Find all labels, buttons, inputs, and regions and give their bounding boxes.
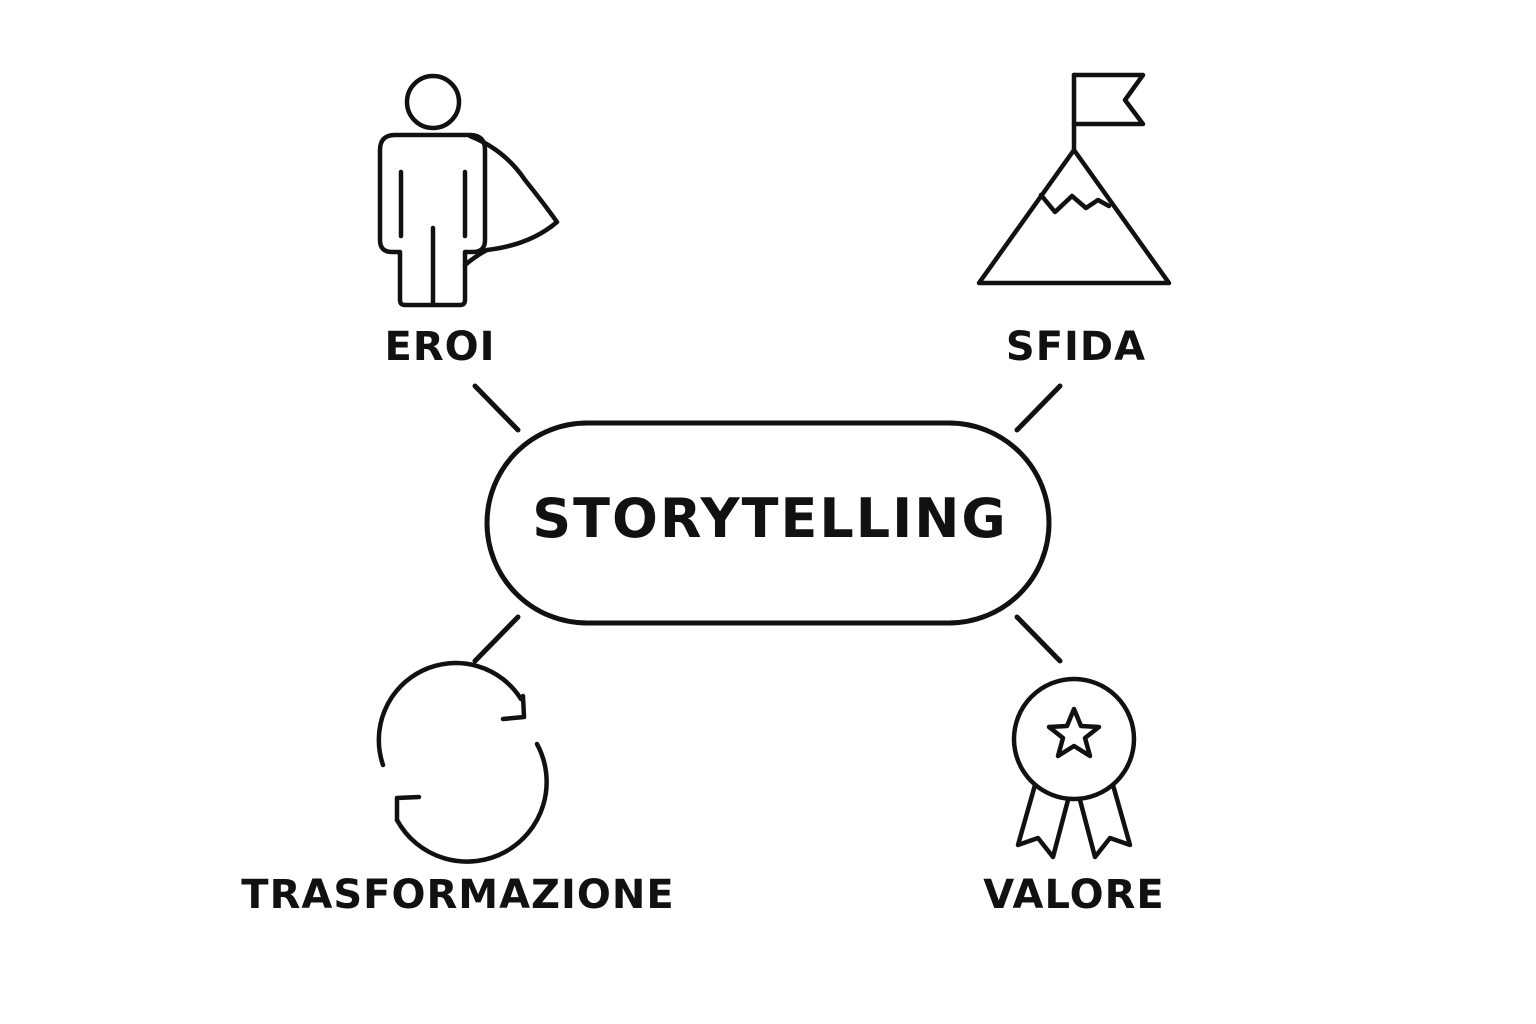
node-label-trasformazione: TRASFORMAZIONE <box>241 872 675 918</box>
node-label-sfida: SFIDA <box>1005 324 1147 370</box>
center-title: STORYTELLING <box>532 487 1008 550</box>
node-label-eroi: EROI <box>384 324 496 370</box>
node-label-valore: VALORE <box>983 872 1165 918</box>
refresh-cycle-icon <box>376 660 549 864</box>
award-ribbon-icon <box>1011 676 1137 860</box>
hero-icon <box>377 73 560 308</box>
connector-sfida <box>1014 383 1063 433</box>
connector-valore <box>1014 614 1063 664</box>
mountain-flag-icon <box>976 72 1172 286</box>
connector-eroi <box>472 383 521 433</box>
center-pill <box>484 420 1052 626</box>
connector-trasformazione <box>472 614 521 664</box>
